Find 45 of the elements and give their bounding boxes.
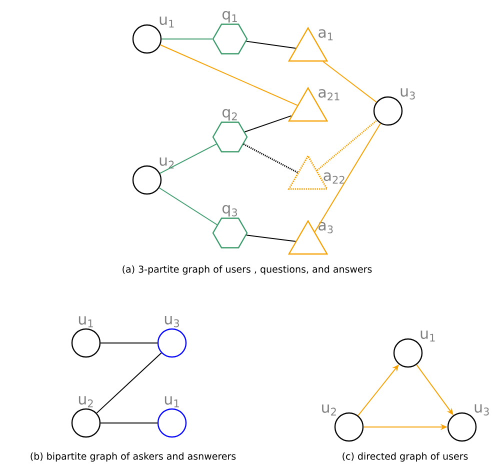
node-label: 22 — [332, 176, 344, 184]
hexagon-node: q$_{2}$ — [212, 108, 248, 152]
edge-line — [316, 120, 378, 171]
circle-node: u$_{1}$ — [132, 16, 174, 54]
node-label: u$_{3}$ — [474, 404, 489, 416]
hexagon-node: q$_{1}$ — [212, 10, 248, 54]
hexagon-node: q$_{3}$ — [212, 204, 248, 248]
edge-line — [160, 44, 298, 106]
node-label: u$_{1}$ — [420, 330, 435, 342]
edge-line — [243, 143, 298, 174]
node-label: q$_{1}$ — [222, 10, 237, 22]
node-label: u$_{3}$ — [400, 88, 415, 100]
edge-line — [314, 123, 381, 232]
edge-line — [322, 61, 377, 103]
edge-line — [246, 234, 296, 242]
caption: (a) 3-partite graph of users , questions, and answers — [122, 265, 372, 275]
circle-node: u$_{2}$ — [71, 396, 101, 438]
circle-node: u$_{2}$ — [322, 404, 364, 442]
node-label: u$_{2}$ — [322, 404, 336, 416]
edge-line — [246, 40, 296, 49]
edge-line — [244, 115, 292, 132]
node-label: 21 — [328, 92, 340, 100]
edge-line — [159, 144, 217, 174]
caption: (c) directed graph of users — [342, 452, 468, 462]
node-label: u$_{3}$ — [164, 316, 179, 328]
caption: (b) bipartite graph of askers and asnwerers — [30, 452, 236, 462]
edge-line — [100, 342, 158, 344]
circle-node: u$_{1}$ — [157, 396, 187, 438]
edge-line — [100, 422, 158, 424]
circle-node: u$_{3}$ — [373, 88, 415, 126]
node-label: 3 — [328, 225, 333, 234]
node-label: u$_{2}$ — [78, 396, 93, 408]
circle-node: u$_{3}$ — [157, 316, 187, 358]
edge-line — [96, 352, 162, 414]
node-label: u$_{1}$ — [78, 316, 93, 328]
edge-line — [158, 187, 218, 226]
circle-node: u$_{1}$ — [393, 330, 435, 368]
node-label: 1 — [328, 32, 333, 40]
circle-node: u$_{3}$ — [447, 404, 489, 442]
node-label: u$_{1}$ — [160, 16, 174, 28]
node-label: u$_{1}$ — [164, 396, 179, 408]
edge-line — [161, 38, 213, 40]
node-label: q$_{3}$ — [222, 204, 238, 216]
node-label: q$_{2}$ — [222, 108, 237, 120]
circle-node: u$_{1}$ — [71, 316, 101, 358]
